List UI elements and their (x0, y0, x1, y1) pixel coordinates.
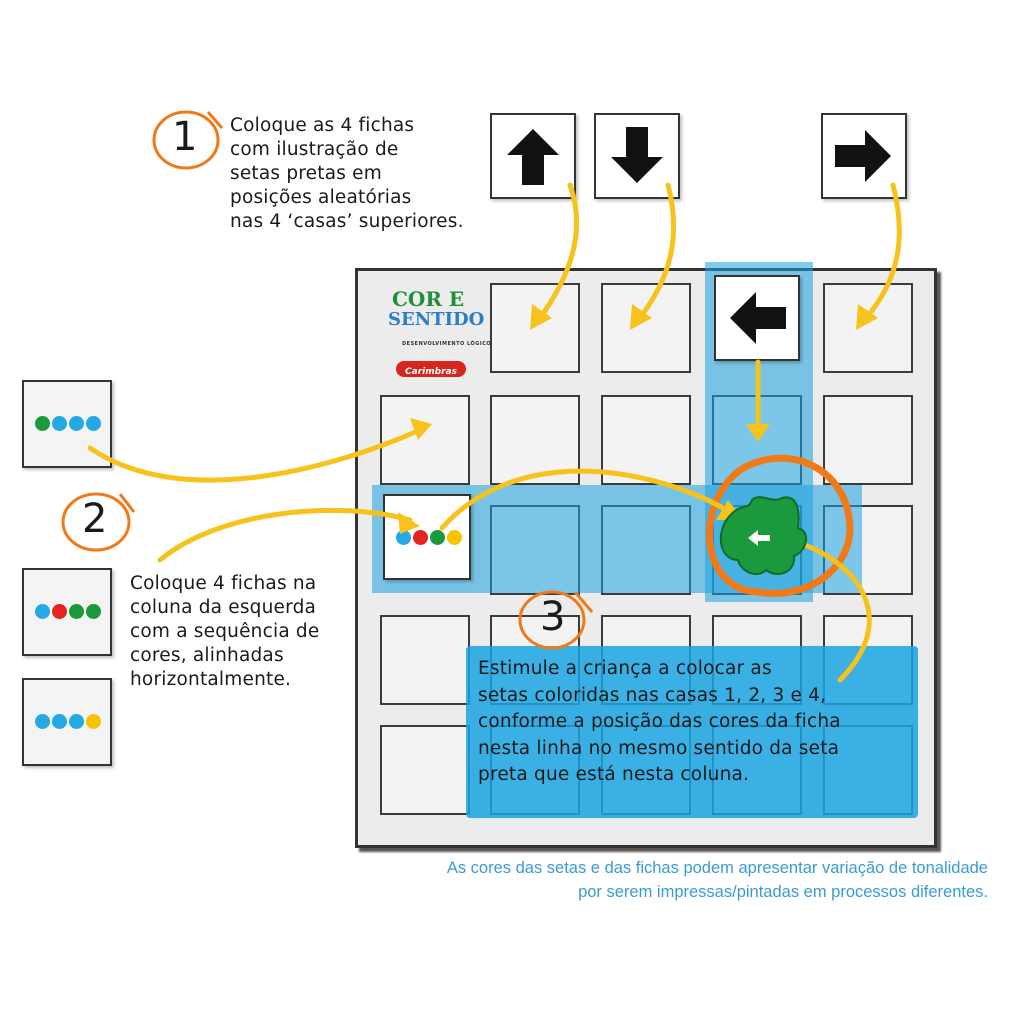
dot-green (430, 530, 445, 545)
dot-red (413, 530, 428, 545)
board-color-card[interactable] (383, 494, 471, 580)
step1-line: com ilustração de (230, 139, 399, 160)
dot-green (86, 604, 101, 619)
dot-blue (52, 714, 67, 729)
step3-line: Estimule a criança a colocar as (478, 658, 772, 679)
step3-text: Estimule a criança a colocar as setas co… (478, 656, 918, 789)
green-left-arrow-puzzle-piece-icon[interactable] (719, 496, 808, 576)
board-cell-left-4[interactable] (380, 725, 470, 815)
dot-yellow (86, 714, 101, 729)
dot-blue (86, 416, 101, 431)
arrow-right-icon (835, 130, 891, 182)
side-color-card-3[interactable] (22, 678, 112, 766)
arrow-up-icon (507, 129, 559, 185)
arrow-card-up[interactable] (490, 113, 576, 199)
brand-label: Carimbras (405, 367, 457, 377)
board-cell[interactable] (823, 395, 913, 485)
step2-line: com a sequência de (130, 621, 320, 642)
dot-blue (35, 714, 50, 729)
side-color-card-2[interactable] (22, 568, 112, 656)
dot-green (69, 604, 84, 619)
brand-badge: Carimbras (396, 361, 466, 377)
step2-line: Coloque 4 fichas na (130, 573, 317, 594)
side-color-card-1[interactable] (22, 380, 112, 468)
step1-line: posições aleatórias (230, 187, 412, 208)
note-line-2: por serem impressas/pintadas em processo… (578, 883, 988, 901)
board-cell[interactable] (601, 395, 691, 485)
step3-line: conforme a posição das cores da ficha (478, 711, 841, 732)
step3-number: 3 (540, 594, 566, 640)
board-cell-top-4[interactable] (823, 283, 913, 373)
dot-blue (52, 416, 67, 431)
step3-line: setas coloridas nas casas 1, 2, 3 e 4, (478, 684, 827, 706)
step2-line: cores, alinhadas (130, 645, 284, 666)
step1-line: Coloque as 4 fichas (230, 115, 415, 136)
yellow-guide-arrows (87, 182, 902, 683)
note-line-1: As cores das setas e das fichas podem ap… (446, 859, 988, 877)
step1-number: 1 (172, 114, 198, 160)
logo-title-line2: SENTIDO (388, 309, 485, 330)
step2-circle (61, 492, 131, 552)
logo-subtitle: DESENVOLVIMENTO LÓGICO (402, 341, 492, 347)
game-logo: COR E SENTIDO DESENVOLVIMENTO LÓGICO Car… (384, 285, 494, 395)
step1-circle (152, 110, 220, 170)
target-highlight-circle (706, 454, 854, 597)
color-sequence (395, 530, 463, 549)
dot-blue (69, 714, 84, 729)
logo-title-line1: COR E (392, 287, 465, 311)
dot-green (35, 416, 50, 431)
color-sequence (34, 604, 102, 623)
board-cell-top-2[interactable] (601, 283, 691, 373)
arrow-left-icon (730, 292, 786, 344)
color-sequence (34, 416, 102, 435)
dot-yellow (447, 530, 462, 545)
dot-blue (396, 530, 411, 545)
step2-number: 2 (82, 496, 108, 542)
dot-blue (35, 604, 50, 619)
step2-line: coluna da esquerda (130, 597, 317, 618)
dot-red (52, 604, 67, 619)
step2-line: horizontalmente. (130, 669, 292, 690)
step2-text: Coloque 4 fichas na coluna da esquerda c… (130, 572, 360, 692)
yellow-arrowheads (398, 304, 878, 552)
board-cell-top-1[interactable] (490, 283, 580, 373)
step3-line: preta que está nesta coluna. (478, 764, 750, 785)
board-cell-left-3[interactable] (380, 615, 470, 705)
step1-text: Coloque as 4 fichas com ilustração de se… (230, 114, 500, 234)
step1-line: setas pretas em (230, 163, 382, 184)
arrow-down-icon (611, 127, 663, 183)
color-sequence (34, 714, 102, 733)
step3-line: nesta linha no mesmo sentido da seta (478, 737, 840, 759)
step3-circle (518, 590, 586, 650)
dot-blue (69, 416, 84, 431)
color-variation-note: As cores das setas e das fichas podem ap… (240, 856, 988, 904)
step1-line: nas 4 ‘casas’ superiores. (230, 211, 464, 232)
board-arrow-card[interactable] (714, 275, 800, 361)
